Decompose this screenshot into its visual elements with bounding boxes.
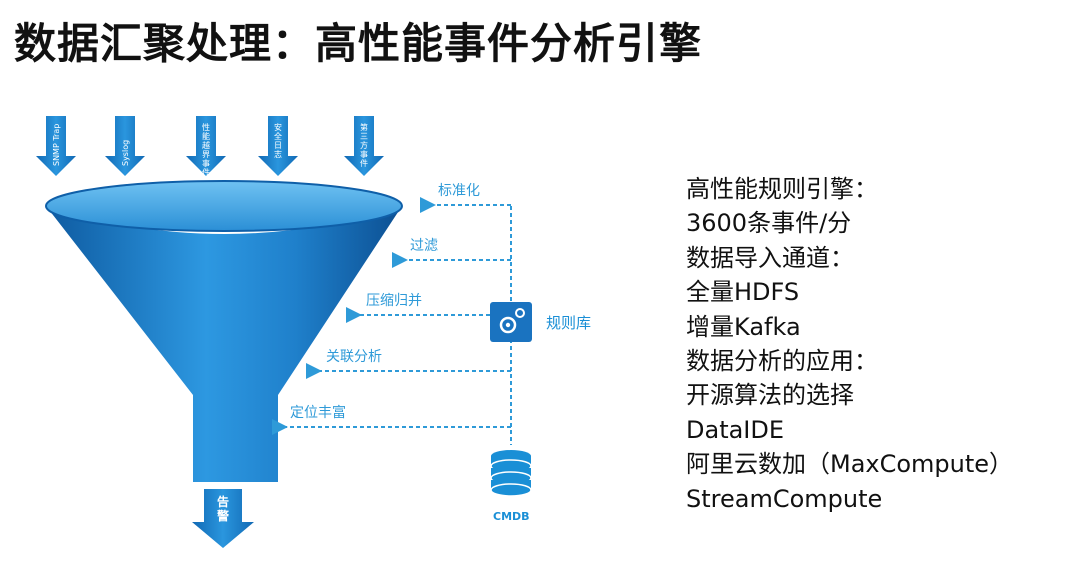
stage-item: 过滤 — [392, 238, 511, 268]
info-line: StreamCompute — [686, 484, 883, 513]
info-line: 全量HDFS — [686, 278, 800, 307]
stage-item: 标准化 — [420, 183, 511, 213]
info-line: 开源算法的选择 — [686, 381, 854, 410]
stage-label: 过滤 — [410, 238, 438, 254]
info-line: 高性能规则引擎： — [686, 175, 878, 203]
input-arrows: SNMP Trap Syslog 性能越界事件 安全日志 第三方事件 — [36, 116, 384, 177]
input-arrow: 性能越界事件 — [186, 116, 226, 177]
stage-label: 标准化 — [438, 183, 480, 199]
stage-item: 压缩归并 — [346, 292, 511, 323]
stage-item: 关联分析 — [306, 349, 511, 379]
input-arrow-shape — [36, 116, 76, 176]
info-line: 数据导入通道： — [686, 243, 854, 272]
input-label: Syslog — [121, 140, 130, 166]
rules-library-label: 规则库 — [546, 314, 591, 332]
input-arrow: 第三方事件 — [344, 116, 384, 176]
page-title: 数据汇聚处理：高性能事件分析引擎 — [14, 19, 703, 68]
input-label: 第三方事件 — [360, 122, 368, 168]
input-arrow: SNMP Trap — [36, 116, 76, 176]
alert-output: 告警 — [192, 489, 254, 548]
funnel-rim — [45, 180, 403, 232]
input-label: SNMP Trap — [52, 124, 61, 166]
funnel-body — [46, 206, 402, 482]
input-label: 安全日志 — [274, 122, 282, 159]
info-line: 数据分析的应用： — [686, 347, 878, 376]
funnel-diagram: SNMP Trap Syslog 性能越界事件 安全日志 第三方事件 标准化过滤压缩归并… — [36, 116, 591, 548]
rules-library: 规则库 — [490, 302, 591, 342]
gears-icon — [490, 302, 532, 342]
input-label: 性能越界事件 — [202, 122, 210, 177]
info-line: 阿里云数加（MaxCompute） — [686, 450, 1014, 479]
output-arrow — [192, 489, 254, 548]
input-arrow-shape — [105, 116, 145, 176]
input-arrow: 安全日志 — [258, 116, 298, 176]
info-line: DataIDE — [686, 415, 785, 444]
cmdb: CMDB — [490, 450, 532, 523]
input-arrow-shape — [344, 116, 384, 176]
input-arrow: Syslog — [105, 116, 145, 176]
output-label: 告警 — [216, 494, 229, 523]
stage-label: 关联分析 — [326, 349, 382, 365]
stage-label: 定位丰富 — [290, 404, 346, 421]
info-line: 增量Kafka — [686, 312, 801, 341]
stage-label: 压缩归并 — [366, 292, 422, 309]
input-arrow-shape — [186, 116, 226, 176]
input-arrow-shape — [258, 116, 298, 176]
info-panel: 高性能规则引擎： 3600条事件/分数据导入通道： 全量HDFS 增量Kafka 数据… — [686, 172, 1013, 516]
database-icon — [490, 450, 532, 497]
info-line: 3600条事件/分 — [686, 209, 852, 238]
stage-item: 定位丰富 — [272, 404, 511, 435]
funnel — [45, 180, 403, 482]
cmdb-label: CMDB — [493, 510, 530, 523]
